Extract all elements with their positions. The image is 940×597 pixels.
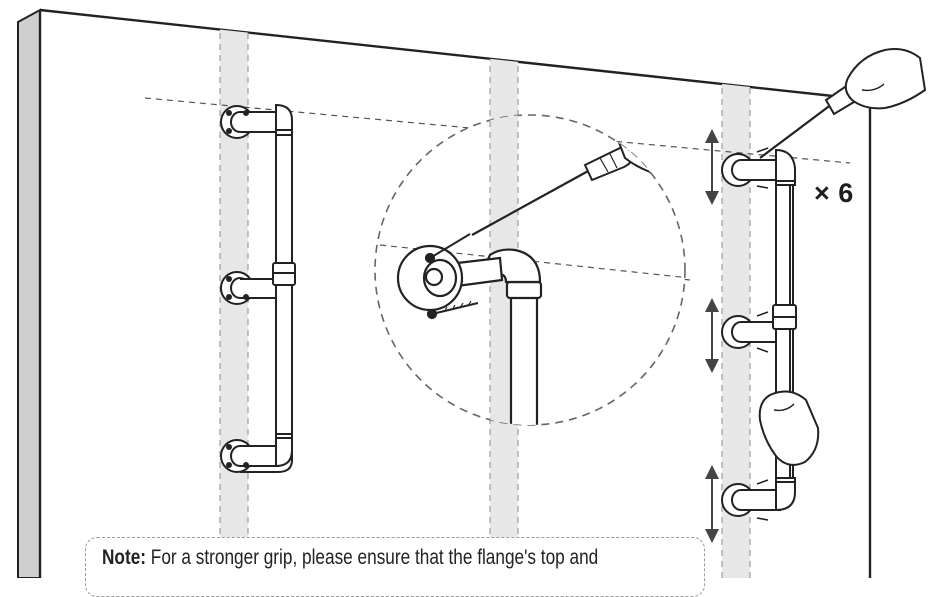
pipe-vertical <box>509 290 539 425</box>
note-title: Note: <box>102 546 147 569</box>
note-box: Note: For a stronger grip, please ensure… <box>85 537 705 597</box>
hand-icon <box>758 390 820 466</box>
flange <box>721 148 796 187</box>
note-text: For a stronger grip, please ensure that … <box>146 546 599 569</box>
flange <box>220 103 293 139</box>
flange <box>220 433 293 473</box>
grab-bar-left <box>220 103 296 473</box>
flange <box>721 304 797 349</box>
wood-screw <box>426 300 479 320</box>
hand-icon <box>844 48 927 110</box>
pipe-coupling <box>505 280 543 300</box>
grab-bar-right <box>721 147 797 521</box>
flange <box>721 477 796 517</box>
note-line: Note: For a stronger grip, please ensure… <box>102 546 598 570</box>
wood-screw <box>424 233 471 264</box>
installation-diagram <box>17 8 927 578</box>
quantity-label: × 6 <box>814 178 854 208</box>
magnifier-circle <box>374 114 686 426</box>
flange <box>220 262 296 305</box>
